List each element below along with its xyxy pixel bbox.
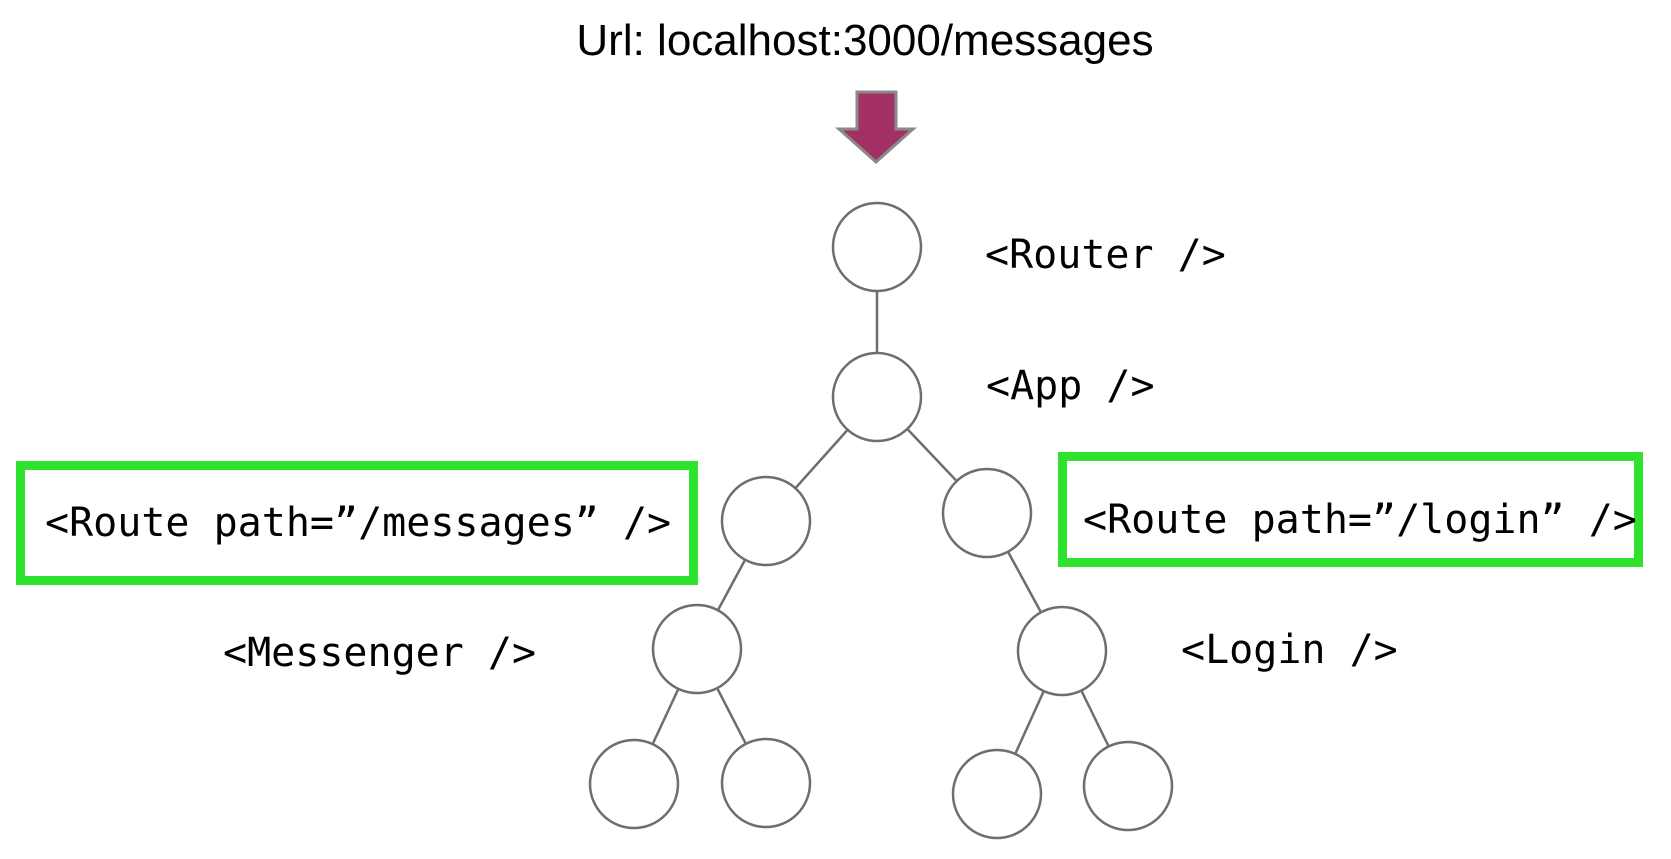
node-login-child-right <box>1082 740 1174 832</box>
router-label: <Router /> <box>985 232 1226 278</box>
route-messages-highlight-box: <Route path=”/messages” /> <box>16 461 698 585</box>
node-login <box>1016 605 1108 697</box>
login-label: <Login /> <box>1181 627 1398 673</box>
node-messenger <box>651 603 743 695</box>
node-router <box>831 201 923 293</box>
node-messenger-child-right <box>720 737 812 829</box>
node-messenger-child-left <box>588 738 680 830</box>
messenger-label: <Messenger /> <box>223 630 537 676</box>
route-messages-label: <Route path=”/messages” /> <box>45 500 672 546</box>
route-login-label: <Route path=”/login” /> <box>1083 496 1637 543</box>
node-route-messages <box>720 475 812 567</box>
node-login-child-left <box>951 748 1043 840</box>
app-label: <App /> <box>986 363 1155 409</box>
node-route-login <box>941 467 1033 559</box>
node-app <box>831 351 923 443</box>
route-login-highlight-box: <Route path=”/login” /> <box>1058 452 1643 567</box>
tree-nodes <box>588 201 1174 840</box>
url-title: Url: localhost:3000/messages <box>576 16 1154 65</box>
tree-edges <box>632 247 1130 795</box>
down-arrow-icon <box>835 90 917 165</box>
